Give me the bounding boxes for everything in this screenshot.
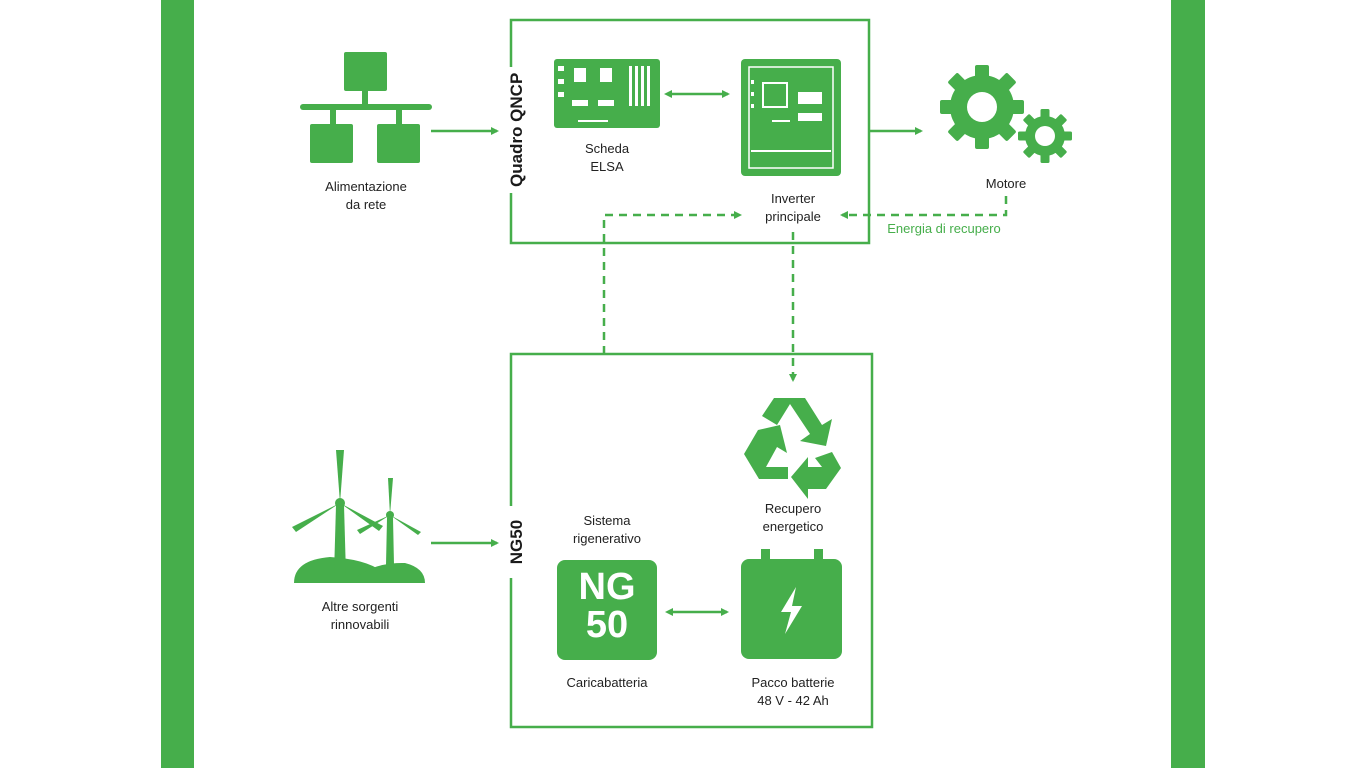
network-icon <box>300 52 432 163</box>
right-border-bar <box>1171 0 1205 768</box>
regen-caption-line1: Sistema <box>583 513 631 528</box>
badge-line2: 50 <box>585 604 629 646</box>
badge-line1: NG <box>578 566 636 608</box>
mains-label-line1: Alimentazione <box>325 179 407 194</box>
motor-label: Motore <box>985 176 1027 191</box>
inverter-label: Inverter principale <box>741 190 845 226</box>
recovery-label: Recupero energetico <box>741 500 845 536</box>
recovery-label-line2: energetico <box>762 519 824 534</box>
battery-label-line2: 48 V - 42 Ah <box>757 693 829 708</box>
ng50-to-inverter-path <box>602 211 742 354</box>
battery-label: Pacco batterie 48 V - 42 Ah <box>731 674 855 710</box>
wind-turbine-icon <box>292 450 425 583</box>
mains-label: Alimentazione da rete <box>296 178 436 214</box>
recovery-energy-annotation: Energia di recupero <box>887 221 1001 236</box>
inverter-board-icon <box>741 59 841 176</box>
left-border-bar <box>161 0 194 768</box>
gears-icon <box>940 65 1072 163</box>
renewables-label-line2: rinnovabili <box>330 617 390 632</box>
qncp-box-title: Quadro QNCP <box>507 67 527 193</box>
renewables-label-line1: Altre sorgenti <box>321 599 399 614</box>
inverter-label-line2: principale <box>765 209 821 224</box>
battery-icon <box>741 549 842 659</box>
inverter-label-line1: Inverter <box>770 191 816 206</box>
battery-label-line1: Pacco batterie <box>751 675 835 690</box>
elsa-label: Scheda ELSA <box>557 140 657 176</box>
recovery-energy-path <box>840 196 1008 219</box>
regen-caption: Sistema rigenerativo <box>557 512 657 548</box>
ng50-badge-text: NG 50 <box>557 568 657 644</box>
renewables-label: Altre sorgenti rinnovabili <box>290 598 430 634</box>
elsa-label-line1: Scheda <box>584 141 630 156</box>
charger-label: Caricabatteria <box>566 675 648 690</box>
circuit-board-icon <box>554 59 660 128</box>
regen-caption-line2: rigenerativo <box>573 531 641 546</box>
mains-label-line2: da rete <box>345 197 387 212</box>
recycle-icon <box>744 398 841 499</box>
ng50-box-title: NG50 <box>507 506 527 578</box>
ng50-badge <box>557 560 657 660</box>
elsa-label-line2: ELSA <box>590 159 624 174</box>
recovery-label-line1: Recupero <box>764 501 822 516</box>
